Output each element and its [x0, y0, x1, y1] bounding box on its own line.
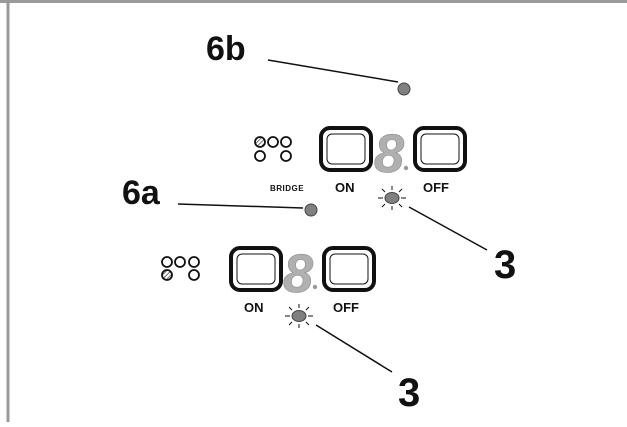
upper-on-button-inner [326, 133, 366, 165]
lower-burner-layout-icon [161, 256, 200, 281]
callout-label-3-upper: 3 [494, 243, 516, 287]
upper-on-button[interactable] [319, 126, 373, 172]
lower-off-label: OFF [333, 300, 359, 315]
lower-on-button[interactable] [229, 246, 283, 292]
upper-blinking-indicator-icon [378, 186, 406, 210]
indicator-led-6a [304, 203, 318, 217]
upper-seven-segment-display: 8 [374, 124, 404, 184]
lower-on-label: ON [244, 300, 264, 315]
bridge-label: BRIDGE [270, 184, 304, 193]
lower-off-button-inner [329, 253, 369, 285]
callout-label-6b: 6b [206, 30, 246, 68]
upper-off-button[interactable] [413, 126, 467, 172]
lower-on-button-inner [236, 253, 276, 285]
lower-blinking-indicator-icon [285, 304, 313, 328]
callout-label-6a: 6a [122, 174, 161, 212]
callout-line-3-upper [408, 206, 488, 251]
upper-off-label: OFF [423, 180, 449, 195]
callout-line-6b [267, 59, 399, 83]
upper-burner-layout-icon [254, 136, 292, 162]
callout-line-3-lower [315, 324, 393, 373]
lower-seven-segment-display: 8 [283, 244, 313, 304]
lower-off-button[interactable] [322, 246, 376, 292]
upper-display-dot [403, 165, 409, 171]
lower-display-dot [312, 284, 318, 290]
callout-line-6a [177, 203, 304, 209]
upper-off-button-inner [420, 133, 460, 165]
callout-label-3-lower: 3 [398, 371, 420, 415]
indicator-led-6b [397, 82, 411, 96]
upper-on-label: ON [335, 180, 355, 195]
